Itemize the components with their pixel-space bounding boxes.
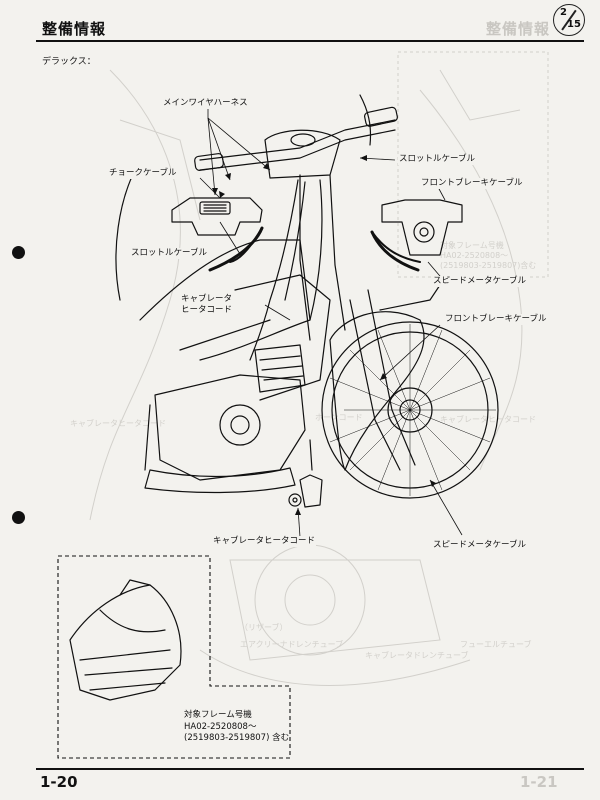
label-speedometer-cable-bottom: スピードメータケーブル [432, 540, 527, 551]
frame-note-line2: HA02-2520808～ [184, 721, 257, 732]
page-number: 1-20 [40, 773, 78, 791]
svg-text:(2519803-2519807)含む: (2519803-2519807)含む [440, 260, 536, 270]
header-rule [36, 40, 584, 42]
label-speedometer-cable-top: スピードメータケーブル [432, 276, 527, 287]
label-carb-heater-line1: キャブレータ [180, 294, 234, 305]
label-choke-cable: チョークケーブル [108, 168, 178, 179]
facing-page-title-bleed: 整備情報 [486, 20, 551, 38]
svg-text:エアクリーナドレンチューブ: エアクリーナドレンチューブ [240, 639, 343, 649]
svg-text:対象フレーム号機: 対象フレーム号機 [440, 240, 504, 250]
label-front-brake-cable-mid: フロントブレーキケーブル [444, 314, 548, 325]
svg-text:キャブレータヒータコード: キャブレータヒータコード [70, 418, 166, 428]
label-carb-heater-line2: ヒータコード [180, 305, 234, 316]
page-title: 整備情報 [42, 20, 107, 38]
label-front-brake-cable-top: フロントブレーキケーブル [420, 178, 524, 189]
label-carb-heater-cord-bottom: キャブレータヒータコード [212, 536, 317, 547]
facing-page-number-bleed: 1-21 [520, 773, 558, 791]
svg-text:フューエルチューブ: フューエルチューブ [460, 639, 532, 649]
svg-text:ホーンコード: ホーンコード [315, 413, 363, 422]
footer-rule [36, 768, 584, 770]
binder-hole-top [12, 246, 25, 259]
label-main-wire-harness: メインワイヤハーネス [162, 98, 249, 109]
page-index-number: 2 [560, 7, 567, 18]
model-subtitle: デラックス： [42, 57, 96, 67]
label-throttle-cable-top: スロットルケーブル [398, 154, 476, 165]
frame-number-note: 対象フレーム号機 HA02-2520808～ (2519803-2519807)… [184, 710, 289, 745]
frame-note-line3: (2519803-2519807) 含む [184, 733, 290, 743]
svg-text:HA02-2520808～: HA02-2520808～ [440, 251, 508, 260]
frame-note-line1: 対象フレーム号機 [184, 710, 252, 720]
label-throttle-cable-left: スロットルケーブル [130, 248, 208, 259]
page-index-total: 15 [567, 19, 581, 30]
svg-text:（リザーブ）: （リザーブ） [240, 622, 288, 632]
page-index-badge: 2 15 [553, 4, 585, 36]
binder-hole-bottom [12, 511, 25, 524]
svg-text:キャブレータドレンチューブ: キャブレータドレンチューブ [365, 650, 469, 660]
